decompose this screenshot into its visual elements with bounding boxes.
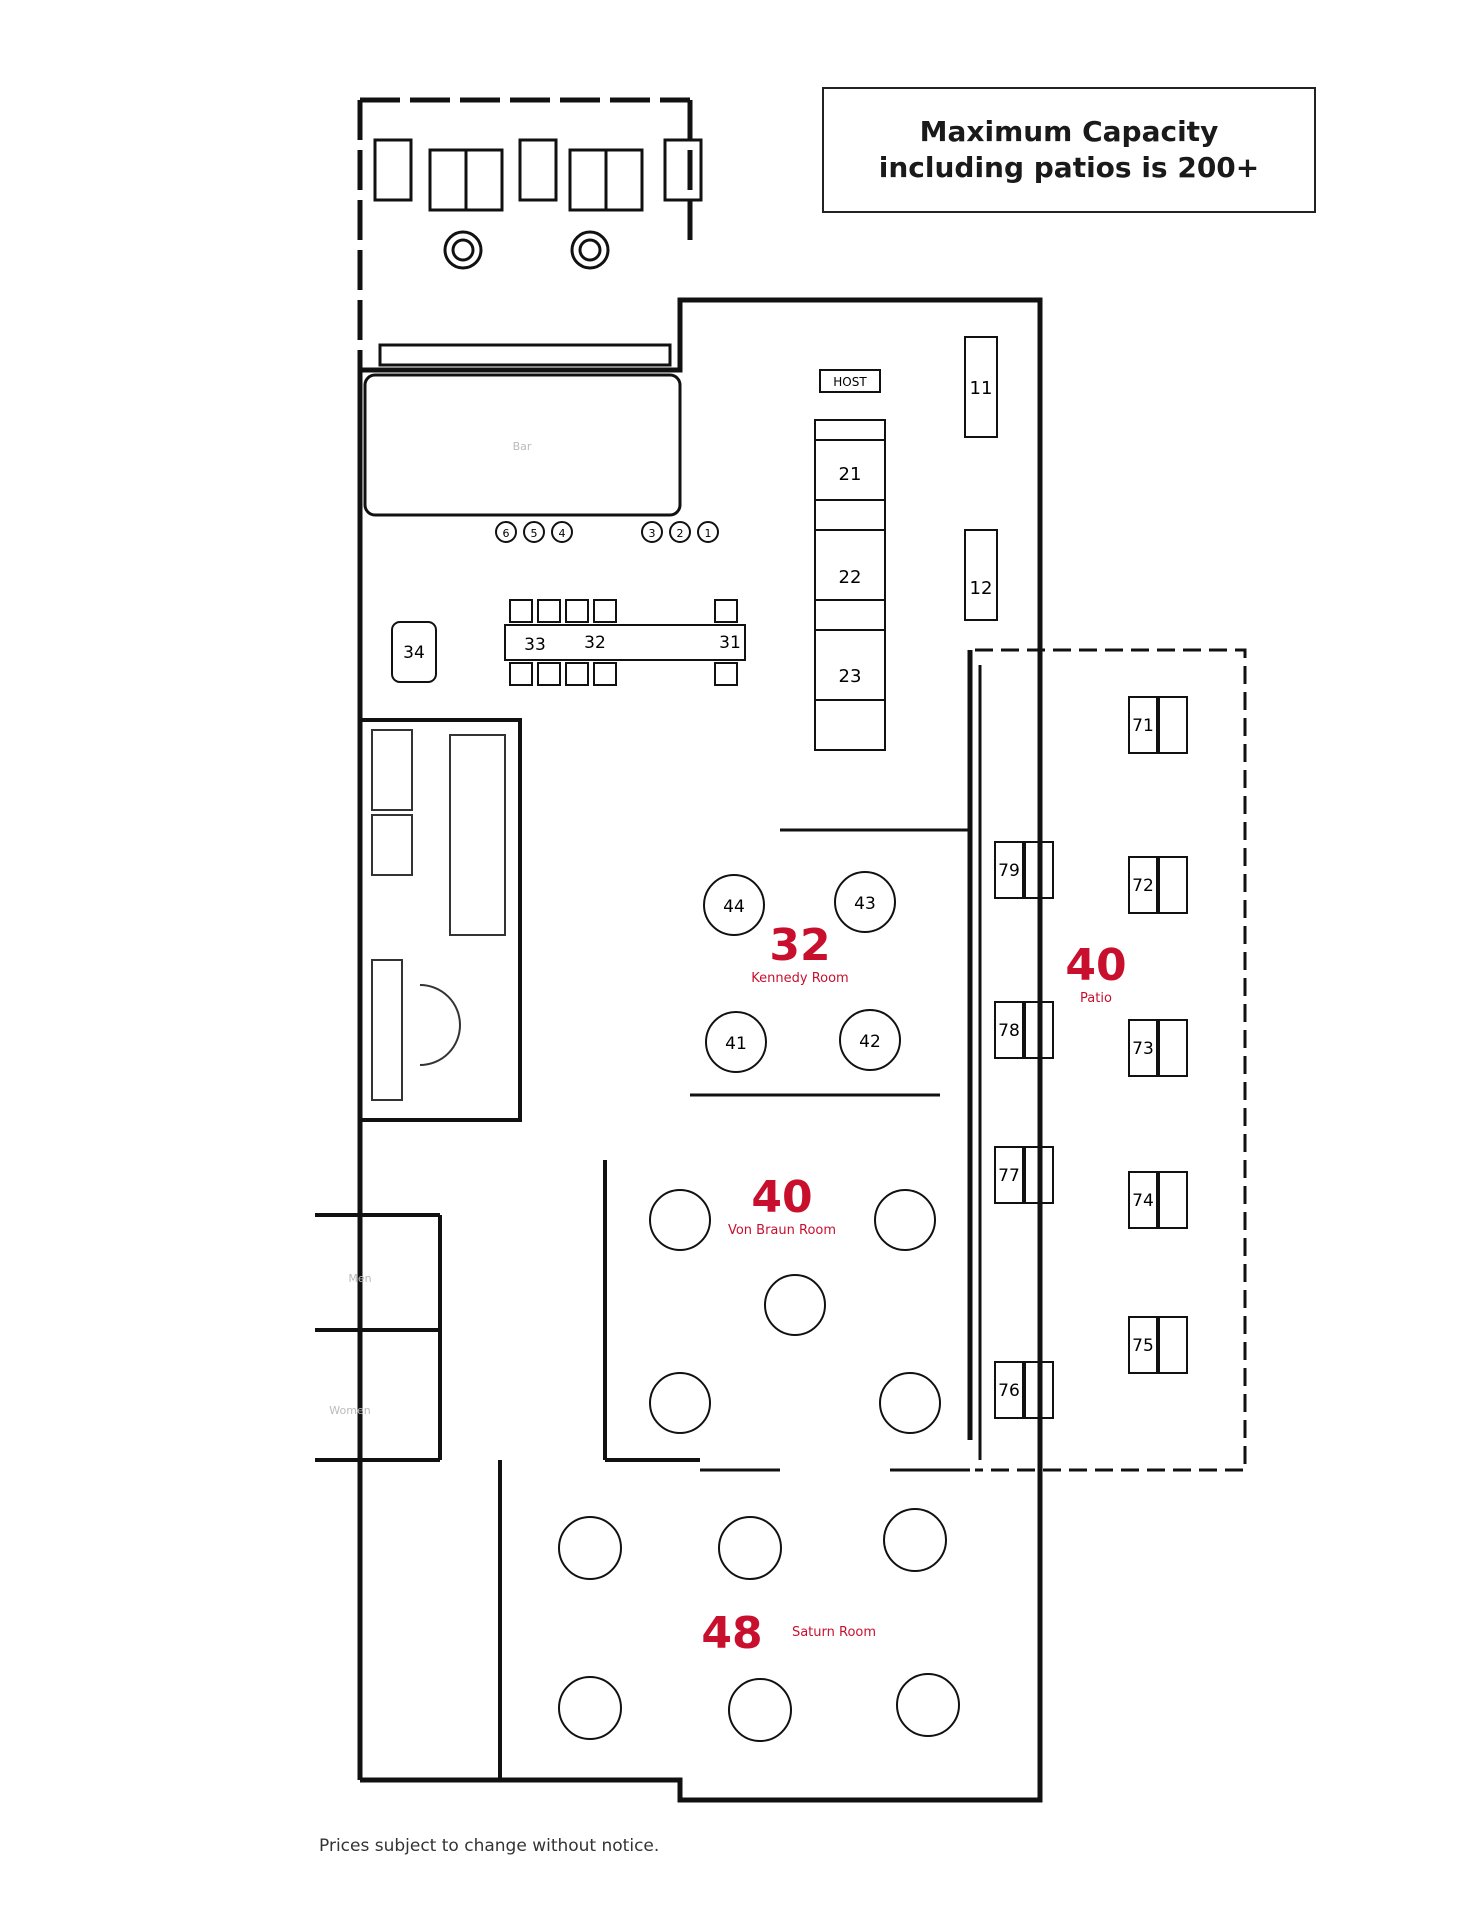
table-44-label: 44 (723, 897, 745, 917)
patio-capacity: 40 (1065, 940, 1126, 991)
booths-21-23 (814, 419, 886, 751)
footer-note: Prices subject to change without notice. (319, 1836, 660, 1856)
bar-seat (669, 521, 691, 543)
host-stand-label: HOST (833, 375, 867, 389)
patio-name: Patio (1080, 991, 1112, 1006)
patio-table-label: 71 (1132, 716, 1154, 736)
bar-seats: 6 5 4 3 2 1 (495, 521, 719, 543)
table-41-label: 41 (725, 1034, 747, 1054)
bar-seat-label: 2 (677, 527, 684, 540)
saturn-name: Saturn Room (792, 1625, 876, 1640)
patio-table-label: 74 (1132, 1191, 1154, 1211)
patio-table-79: 79 (994, 841, 1054, 899)
table-42-label: 42 (859, 1032, 881, 1052)
von-braun-capacity: 40 (751, 1172, 812, 1223)
patio-table-71: 71 (1128, 696, 1188, 754)
patio-table-label: 72 (1132, 876, 1154, 896)
saturn-capacity: 48 (701, 1608, 762, 1659)
table-12-label: 12 (970, 578, 993, 599)
table-43-label: 43 (854, 894, 876, 914)
bar-seat-label: 4 (559, 527, 566, 540)
bar-counter (363, 343, 682, 517)
patio-table-label: 76 (998, 1381, 1020, 1401)
saturn-tables (558, 1508, 960, 1742)
von-braun-tables (649, 1189, 941, 1434)
patio-table-label: 79 (998, 861, 1020, 881)
patio-table-label: 73 (1132, 1039, 1154, 1059)
tables-11-12 (964, 336, 998, 621)
capacity-note: Maximum Capacity including patios is 200… (878, 115, 1260, 184)
patio-table-74: 74 (1128, 1171, 1188, 1229)
host-stand (819, 369, 881, 393)
kitchen-equipment (371, 729, 506, 1101)
table-33-label: 33 (524, 635, 546, 655)
patio-table-label: 75 (1132, 1336, 1154, 1356)
von-braun-name: Von Braun Room (728, 1223, 836, 1238)
bar-seat-label: 3 (649, 527, 656, 540)
patio-table-76: 76 (994, 1361, 1054, 1419)
bar-seat (697, 521, 719, 543)
bar-seat (523, 521, 545, 543)
bar-seat (641, 521, 663, 543)
kennedy-name: Kennedy Room (751, 971, 848, 986)
patio-table-label: 77 (998, 1166, 1020, 1186)
patio-table-77: 77 (994, 1146, 1054, 1204)
bar-seat-label: 6 (503, 527, 510, 540)
table-34-label: 34 (403, 643, 425, 663)
patio-table-72: 72 (1128, 856, 1188, 914)
capacity-note-box: Maximum Capacity including patios is 200… (822, 87, 1316, 213)
exterior-walls (315, 97, 1043, 1803)
bar-seat (551, 521, 573, 543)
table-31-label: 31 (719, 633, 741, 653)
bar-seat (495, 521, 517, 543)
table-21-label: 21 (839, 464, 862, 485)
patio-table-73: 73 (1128, 1019, 1188, 1077)
bar-seat-label: 5 (531, 527, 538, 540)
table-32-label: 32 (584, 633, 606, 653)
patio-table-label: 78 (998, 1021, 1020, 1041)
patio-table-75: 75 (1128, 1316, 1188, 1374)
restroom-men-label: Men (348, 1272, 371, 1285)
restroom-women-label: Women (329, 1404, 370, 1417)
table-22-label: 22 (839, 567, 862, 588)
bar-seat-label: 1 (705, 527, 712, 540)
kennedy-tables (703, 871, 901, 1073)
kennedy-capacity: 32 (769, 920, 830, 971)
table-34 (391, 621, 437, 683)
top-patio-seating (373, 138, 703, 270)
patio-tables: 71 72 73 74 75 79 78 77 76 (994, 696, 1188, 1419)
patio-table-78: 78 (994, 1001, 1054, 1059)
table-23-label: 23 (839, 666, 862, 687)
communal-table (504, 599, 746, 686)
patio-enclosure (975, 648, 1247, 1472)
table-11-label: 11 (970, 378, 993, 399)
bar-label: Bar (513, 440, 532, 453)
